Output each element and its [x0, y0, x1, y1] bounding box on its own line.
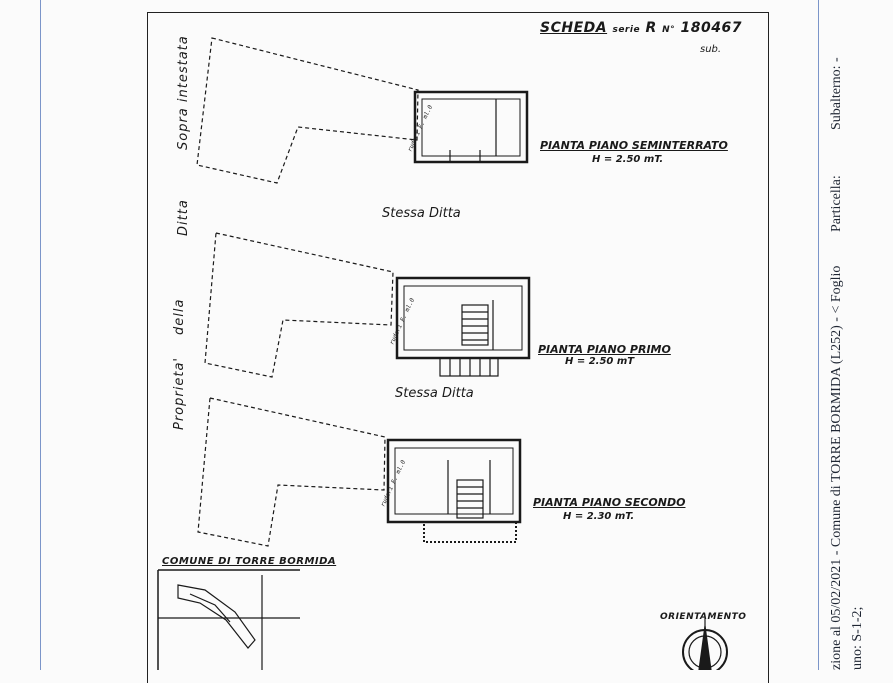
- scheda-header: SCHEDA serie R N° 180467: [540, 20, 742, 36]
- right-margin-line: [818, 0, 819, 670]
- stessa-ditta-2: Stessa Ditta: [395, 386, 474, 401]
- number-label: N°: [662, 25, 676, 35]
- plan-label-secondo: PIANTA PIANO SECONDO: [533, 496, 686, 509]
- plan-label-seminterrato: PIANTA PIANO SEMINTERRATO: [540, 139, 728, 152]
- scheda-number: 180467: [680, 20, 742, 36]
- side-text-subalterno: Subalterno: -: [829, 57, 844, 130]
- scheda-title: SCHEDA: [540, 20, 608, 36]
- left-margin-line: [40, 0, 41, 670]
- serie-value: R: [645, 20, 657, 36]
- orientamento-label: ORIENTAMENTO: [660, 612, 747, 622]
- svg-text:ruderi F. ml.0: ruderi F. ml.0: [388, 297, 416, 346]
- stessa-ditta-1: Stessa Ditta: [382, 206, 461, 221]
- side-text-main: zione al 05/02/2021 - Comune di TORRE BO…: [829, 265, 844, 670]
- plan-height-primo: H = 2.50 mT: [565, 356, 635, 367]
- document-frame: [147, 12, 769, 683]
- side-text-particella: Particella:: [829, 175, 844, 232]
- sub-label: sub.: [700, 44, 722, 55]
- plan-height-seminterrato: H = 2.50 mT.: [592, 154, 664, 165]
- plan-label-primo: PIANTA PIANO PRIMO: [538, 343, 671, 356]
- side-text-secondary: uno: S-1-2;: [850, 606, 865, 670]
- plan-height-secondo: H = 2.30 mT.: [563, 511, 635, 522]
- serie-label: serie: [612, 25, 641, 35]
- comune-label: COMUNE DI TORRE BORMIDA: [162, 556, 337, 567]
- svg-text:ruderi F. ml.0: ruderi F. ml.0: [406, 104, 434, 153]
